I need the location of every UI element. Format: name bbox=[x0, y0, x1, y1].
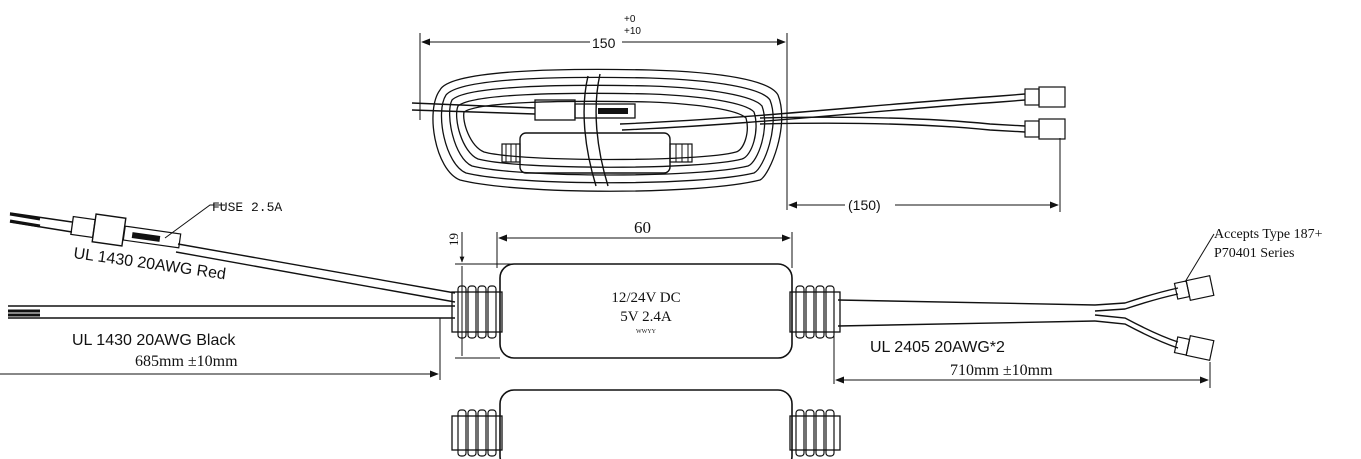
body-length-dimension: 60 bbox=[496, 218, 793, 268]
body-height-dimension: 19 bbox=[446, 232, 520, 359]
body-length-text: 60 bbox=[634, 218, 651, 237]
red-input-wire bbox=[9, 212, 456, 303]
body-label-line2: 5V 2.4A bbox=[620, 309, 672, 325]
output-length-text: 710mm ±10mm bbox=[950, 362, 1053, 379]
body-label-line3: WWYY bbox=[636, 329, 657, 335]
black-input-wire bbox=[8, 305, 455, 319]
fuse-callout: FUSE 2.5A bbox=[164, 200, 282, 239]
black-wire-label: UL 1430 20AWG Black bbox=[72, 332, 236, 349]
lead-length-text: (150) bbox=[848, 197, 881, 213]
tolerance-plus-zero: +0 bbox=[624, 14, 636, 25]
coil-module-body bbox=[501, 132, 693, 174]
coiled-cable-view: 150 +0 +10 bbox=[411, 14, 1066, 213]
coil-length-dimension: 150 +0 +10 bbox=[419, 14, 788, 210]
tolerance-plus-ten: +10 bbox=[624, 26, 641, 37]
cable-coil bbox=[432, 68, 783, 192]
red-wire-label: UL 1430 20AWG Red bbox=[72, 245, 226, 283]
terminal-callout: Accepts Type 187+ P70401 Series bbox=[1184, 227, 1323, 283]
terminal-label-line2: P70401 Series bbox=[1214, 246, 1295, 261]
coil-output-leads bbox=[619, 86, 1066, 140]
body-label-line1: 12/24V DC bbox=[611, 290, 680, 306]
output-length-dimension: 710mm ±10mm bbox=[833, 332, 1211, 388]
fuse-label: FUSE 2.5A bbox=[212, 200, 282, 215]
lead-length-dimension: (150) bbox=[788, 138, 1061, 213]
left-strain-relief bbox=[451, 285, 503, 339]
module-body: 12/24V DC 5V 2.4A WWYY bbox=[499, 263, 793, 359]
cable-tie bbox=[583, 73, 609, 187]
coil-fuse-holder bbox=[411, 99, 636, 121]
body-height-text: 19 bbox=[446, 233, 461, 246]
coil-length-text: 150 bbox=[592, 35, 616, 51]
right-strain-relief bbox=[789, 285, 841, 339]
output-wire-label: UL 2405 20AWG*2 bbox=[870, 339, 1005, 356]
module-bottom-view bbox=[451, 389, 841, 459]
input-length-text: 685mm ±10mm bbox=[135, 353, 238, 370]
main-side-view: FUSE 2.5A UL 1430 20AWG Red UL 1430 20AW… bbox=[0, 200, 1323, 388]
input-length-dimension: 685mm ±10mm bbox=[0, 318, 441, 380]
output-cable bbox=[837, 275, 1215, 361]
terminal-label-line1: Accepts Type 187+ bbox=[1214, 227, 1323, 242]
